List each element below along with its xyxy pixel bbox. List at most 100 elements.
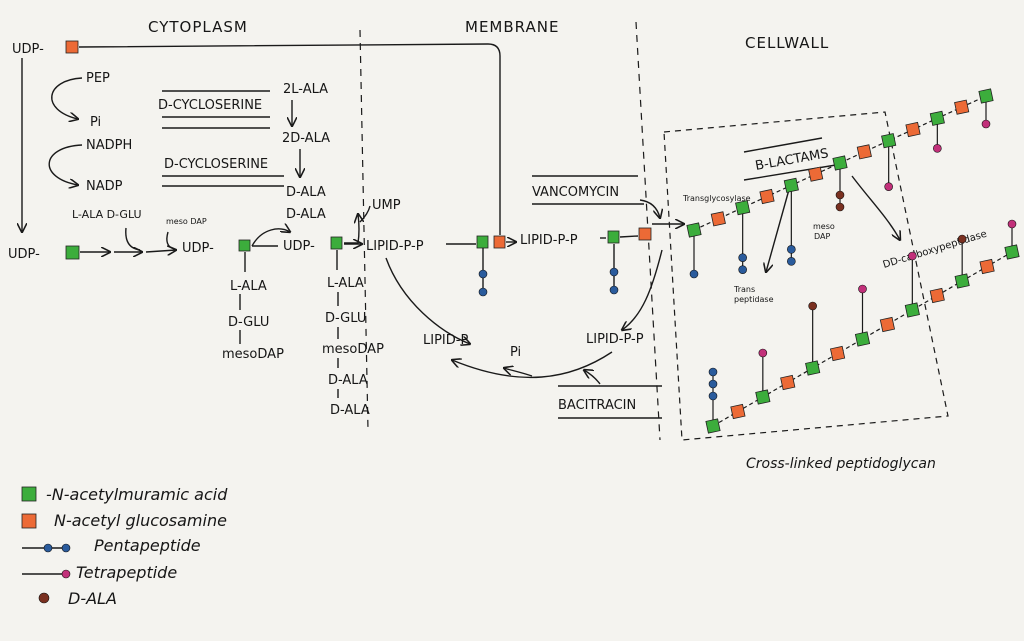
lower-strand-nag-5 bbox=[829, 345, 846, 362]
pi-release-arrow bbox=[504, 368, 533, 377]
two-l-ala-label: 2L-ALA bbox=[283, 82, 328, 97]
cytoplasm-membrane-divider bbox=[359, 29, 369, 431]
lower-strand-nam-10 bbox=[954, 273, 970, 289]
beta-lactam-to-carboxypeptidase-arrow bbox=[851, 175, 900, 240]
transfer-to-lipid-pp-3-arrow bbox=[622, 249, 663, 330]
lower-strand-nam-12 bbox=[1004, 244, 1020, 260]
nadph-label: NADPH bbox=[86, 138, 132, 153]
chain2-d-ala-2: D-ALA bbox=[330, 403, 370, 418]
legend-d-ala-dot bbox=[38, 592, 50, 604]
legend-nag-swatch bbox=[21, 513, 37, 529]
lower-strand-nam-2 bbox=[755, 389, 771, 405]
nag-square-lipid-1 bbox=[493, 235, 506, 249]
lower-strand-nag-7 bbox=[879, 316, 896, 333]
lower-strand-nam-4 bbox=[805, 360, 821, 376]
chain2-l-ala: L-ALA bbox=[327, 276, 364, 291]
peptidoglycan-strands bbox=[686, 88, 1020, 434]
legend-pentapeptide-label: Pentapeptide bbox=[94, 536, 201, 555]
lipid-pp-3-label: LIPID-P-P bbox=[586, 332, 644, 347]
d-ala-1-label: D-ALA bbox=[286, 185, 326, 200]
upper-strand-nam-10 bbox=[929, 110, 945, 126]
legend-pentapeptide-dot-2 bbox=[61, 543, 71, 553]
beta-lactam-to-transpeptidase-arrow bbox=[766, 185, 791, 272]
d-cycloserine-1-label: D-CYCLOSERINE bbox=[158, 98, 262, 113]
upper-d-ala-6-dot-0 bbox=[835, 202, 845, 212]
transpeptidase-label-1: Trans bbox=[733, 285, 755, 294]
upper-tetrapeptide-8-dot-0 bbox=[884, 182, 893, 191]
upper-pentapeptide-4-dot-0 bbox=[787, 257, 796, 266]
upper-strand-nag-1 bbox=[710, 211, 726, 227]
lower-strand-nag-9 bbox=[929, 287, 945, 304]
lower-strand-nag-3 bbox=[780, 374, 796, 391]
peptidoglycan-region-box bbox=[663, 111, 949, 441]
legend-tetrapeptide-label: Tetrapeptide bbox=[76, 563, 177, 582]
upper-strand-nag-5 bbox=[808, 166, 824, 182]
chain2-d-ala-1: D-ALA bbox=[328, 373, 368, 388]
lower-strand-nam-0 bbox=[705, 418, 721, 434]
lower-tetrapeptide-6-dot-0 bbox=[858, 284, 867, 294]
upper-strand-nam-4 bbox=[783, 177, 799, 193]
ump-release-arrow bbox=[344, 214, 359, 244]
upper-pentapeptide-2-dot-0 bbox=[738, 265, 747, 274]
pentapeptide-dot-lipid-2a bbox=[609, 267, 619, 277]
upper-strand-nag-11 bbox=[954, 99, 970, 115]
d-cycloserine-2-label: D-CYCLOSERINE bbox=[164, 157, 268, 172]
upper-tetrapeptide-10-dot-0 bbox=[933, 144, 942, 153]
ump-label: UMP bbox=[372, 198, 401, 213]
udp-top-label: UDP- bbox=[12, 42, 44, 57]
lower-tetrapeptide-8-dot-0 bbox=[908, 251, 917, 261]
pentapeptide-dot-lipid-2b bbox=[609, 285, 619, 295]
chain1-d-glu: D-GLU bbox=[228, 315, 269, 330]
nag-square-udp-top bbox=[65, 40, 79, 54]
lipid-pp-to-lipid-p-dephosphorylation-arrow bbox=[452, 351, 613, 379]
udp-2-label: UDP- bbox=[182, 241, 214, 256]
lower-tetrapeptide-2-dot-0 bbox=[758, 348, 768, 358]
header-cell-wall: CELLWALL bbox=[745, 34, 829, 52]
beta-lactams-underline bbox=[743, 163, 843, 181]
lipid-pp-to-lipid-p-arrow bbox=[385, 257, 470, 344]
lower-pentapeptide-0-dot-2 bbox=[708, 391, 718, 401]
udp-main-label: UDP- bbox=[8, 247, 40, 262]
nadp-label: NADP bbox=[86, 179, 123, 194]
l-ala-d-glu-input-curve bbox=[125, 227, 141, 251]
nag-square-lipid-2 bbox=[638, 227, 652, 241]
legend-nam-swatch bbox=[21, 486, 37, 502]
upper-strand-nag-3 bbox=[759, 188, 775, 205]
pi-label: Pi bbox=[90, 115, 101, 130]
upper-strand-nam-12 bbox=[978, 88, 994, 104]
bacitracin-label: BACITRACIN bbox=[558, 398, 636, 413]
lower-strand-nag-1 bbox=[730, 403, 746, 420]
meso-dap-input-curve bbox=[166, 231, 175, 250]
lipid-pp-2-label: LIPID-P-P bbox=[520, 233, 578, 248]
upper-pentapeptide-2-dot-1 bbox=[738, 253, 747, 262]
lower-tetrapeptide-12-dot-0 bbox=[1007, 219, 1017, 229]
legend-pentapeptide-dot-1 bbox=[43, 543, 53, 553]
header-membrane: MEMBRANE bbox=[465, 18, 559, 36]
upper-tetrapeptide-12-dot-0 bbox=[981, 119, 991, 129]
lower-pentapeptide-0-dot-0 bbox=[708, 367, 718, 377]
membrane-pi-label: Pi bbox=[510, 345, 521, 360]
l-ala-d-glu-label: L-ALA D-GLU bbox=[72, 208, 142, 221]
upper-strand-nam-2 bbox=[735, 200, 751, 216]
bacitracin-inhibition-arrow bbox=[584, 370, 601, 385]
udp-2-to-udp-3-arrow bbox=[251, 229, 290, 247]
chain2-meso-dap: mesoDAP bbox=[322, 342, 384, 357]
lower-strand-nam-8 bbox=[904, 302, 920, 318]
d-ala-2-label: D-ALA bbox=[286, 207, 326, 222]
chain2-d-glu: D-GLU bbox=[325, 311, 366, 326]
upper-strand-nam-8 bbox=[881, 133, 897, 149]
udp-3-label: UDP- bbox=[283, 239, 315, 254]
nam-square-lipid-1 bbox=[476, 235, 489, 249]
vancomycin-label: VANCOMYCIN bbox=[532, 185, 619, 200]
lipid-pp-1-label: LIPID-P-P bbox=[366, 239, 424, 254]
nam-square-udp-3 bbox=[330, 236, 343, 250]
cross-linked-peptidoglycan-caption: Cross-linked peptidoglycan bbox=[746, 456, 936, 472]
chain1-l-ala: L-ALA bbox=[230, 279, 267, 294]
nam-square-lipid-2 bbox=[607, 230, 620, 244]
header-cytoplasm: CYTOPLASM bbox=[148, 18, 248, 36]
legend-nam-label: -N-acetylmuramic acid bbox=[46, 485, 228, 504]
lower-strand-nag-11 bbox=[979, 258, 995, 275]
nadph-nadp-arrow bbox=[48, 144, 83, 185]
transglycosylase-label: Transglycosylase bbox=[682, 194, 751, 203]
